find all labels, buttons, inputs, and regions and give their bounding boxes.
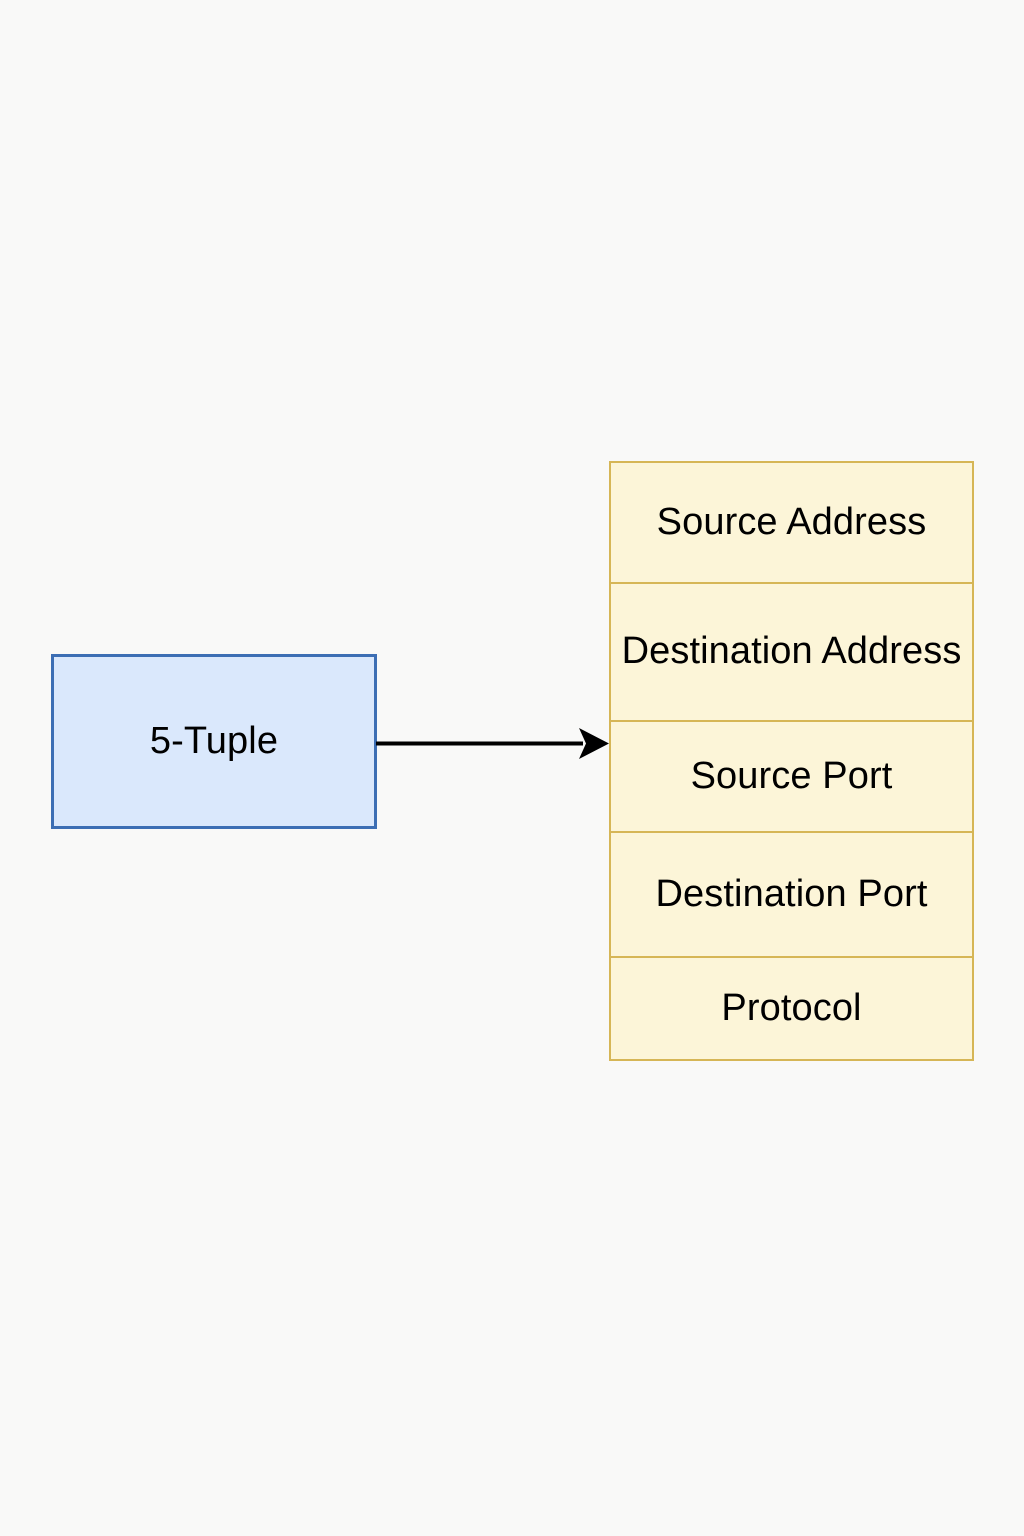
- field-row-destination-address-label: Destination Address: [621, 630, 962, 673]
- field-row-protocol[interactable]: Protocol: [611, 958, 972, 1059]
- node-five-tuple-label: 5-Tuple: [149, 720, 279, 763]
- field-row-source-port-label: Source Port: [690, 754, 893, 797]
- field-row-source-address-label: Source Address: [656, 500, 927, 543]
- field-row-source-address[interactable]: Source Address: [611, 463, 972, 584]
- field-row-destination-port-label: Destination Port: [655, 872, 928, 915]
- node-five-tuple[interactable]: 5-Tuple: [51, 654, 377, 829]
- connector-five-tuple-to-fields: [374, 716, 612, 772]
- field-row-protocol-label: Protocol: [721, 986, 862, 1029]
- field-row-source-port[interactable]: Source Port: [611, 722, 972, 833]
- field-row-destination-port[interactable]: Destination Port: [611, 833, 972, 958]
- field-stack: Source Address Destination Address Sourc…: [609, 461, 974, 1061]
- field-row-destination-address[interactable]: Destination Address: [611, 584, 972, 722]
- arrow-right-icon: [376, 728, 609, 759]
